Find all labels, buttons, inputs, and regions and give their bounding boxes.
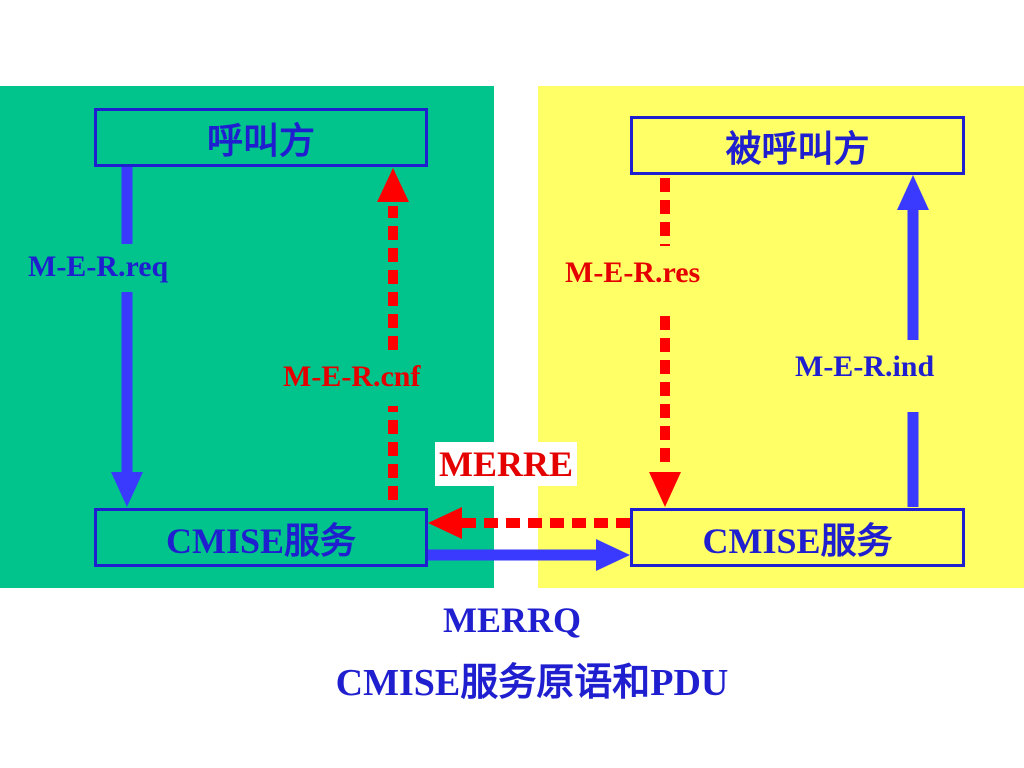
cmise-service-right: CMISE服务 [630,508,965,567]
response-arrow [649,178,681,507]
response-label: M-E-R.res [565,256,701,289]
callee-side-panel [538,86,1024,588]
request-arrow [111,167,143,507]
caller-box: 呼叫方 [94,108,428,167]
cmise-service-left: CMISE服务 [94,508,428,567]
merre-pdu-label: MERRE [435,442,577,486]
merre-pdu-arrow [428,507,630,539]
callee-box: 被呼叫方 [630,116,965,175]
merrq-pdu-label: MERRQ [443,600,581,640]
confirm-label: M-E-R.cnf [283,360,421,393]
request-label: M-E-R.req [28,250,169,283]
indication-arrow [897,175,929,507]
caller-side-panel [0,86,494,588]
diagram-caption: CMISE服务原语和PDU [335,662,729,704]
indication-label: M-E-R.ind [795,350,935,383]
confirm-arrow [377,168,409,500]
merrq-pdu-arrow [428,539,630,571]
